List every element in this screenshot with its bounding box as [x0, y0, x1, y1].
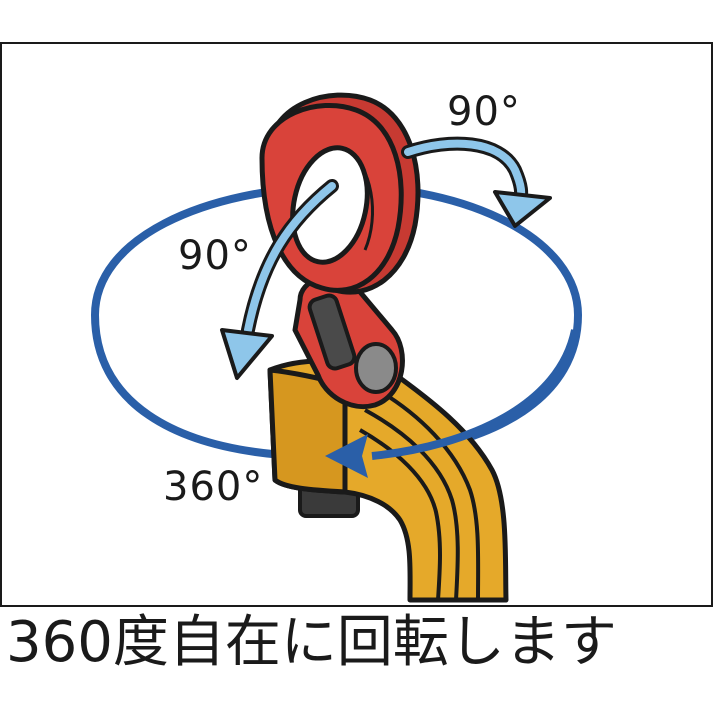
rotation-90-side-label: 90°	[178, 233, 252, 279]
caption-text: 360度自在に回転します	[6, 610, 617, 675]
rotation-360-label: 360°	[163, 464, 264, 510]
rotation-90-top-arrow	[401, 136, 552, 228]
diagram-frame	[0, 42, 713, 607]
rotation-90-top-label: 90°	[447, 89, 521, 135]
rotation-360-arrowhead	[325, 434, 368, 478]
red-swivel-ring	[259, 92, 421, 409]
yellow-body	[267, 358, 509, 603]
rotation-90-side-arrow	[220, 179, 339, 380]
rotation-360-ellipse-front	[371, 329, 579, 460]
